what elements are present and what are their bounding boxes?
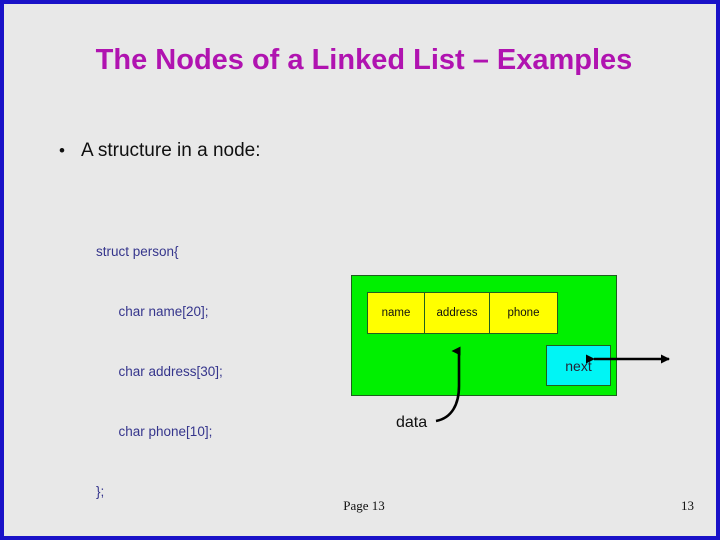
next-pointer-box: next: [546, 345, 611, 386]
code-line: char phone[10];: [96, 424, 213, 439]
code-block: struct person{ char name[20]; char addre…: [96, 202, 276, 536]
code-line: char address[30];: [96, 364, 223, 379]
data-label: data: [396, 414, 428, 431]
footer-page-number: 13: [681, 498, 694, 513]
code-line: };: [96, 484, 105, 499]
struct-fields-row: name address phone: [367, 292, 558, 334]
bullet-item: • A structure in a node:: [59, 140, 261, 162]
footer-page-text: Page 13: [343, 498, 385, 513]
field-cell-phone: phone: [490, 293, 557, 333]
bullet-item-label: A structure in a node:: [80, 140, 261, 161]
page-title: The Nodes of a Linked List – Examples: [95, 44, 633, 76]
code-line: char name[20];: [96, 304, 209, 319]
bullet-dot-icon: •: [59, 141, 65, 160]
field-cell-address: address: [425, 293, 490, 333]
code-line: struct person{: [96, 244, 179, 259]
field-cell-name: name: [368, 293, 425, 333]
